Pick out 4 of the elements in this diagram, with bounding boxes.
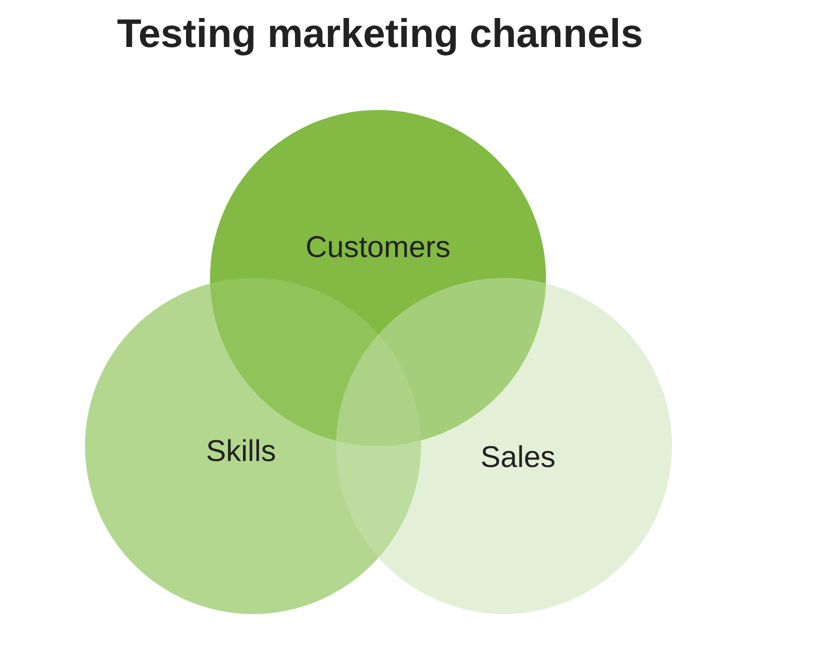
circle-label: Customers	[306, 231, 451, 265]
circle-label: Skills	[206, 435, 276, 469]
diagram-title: Testing marketing channels	[116, 12, 644, 57]
circle-label: Sales	[480, 441, 556, 475]
